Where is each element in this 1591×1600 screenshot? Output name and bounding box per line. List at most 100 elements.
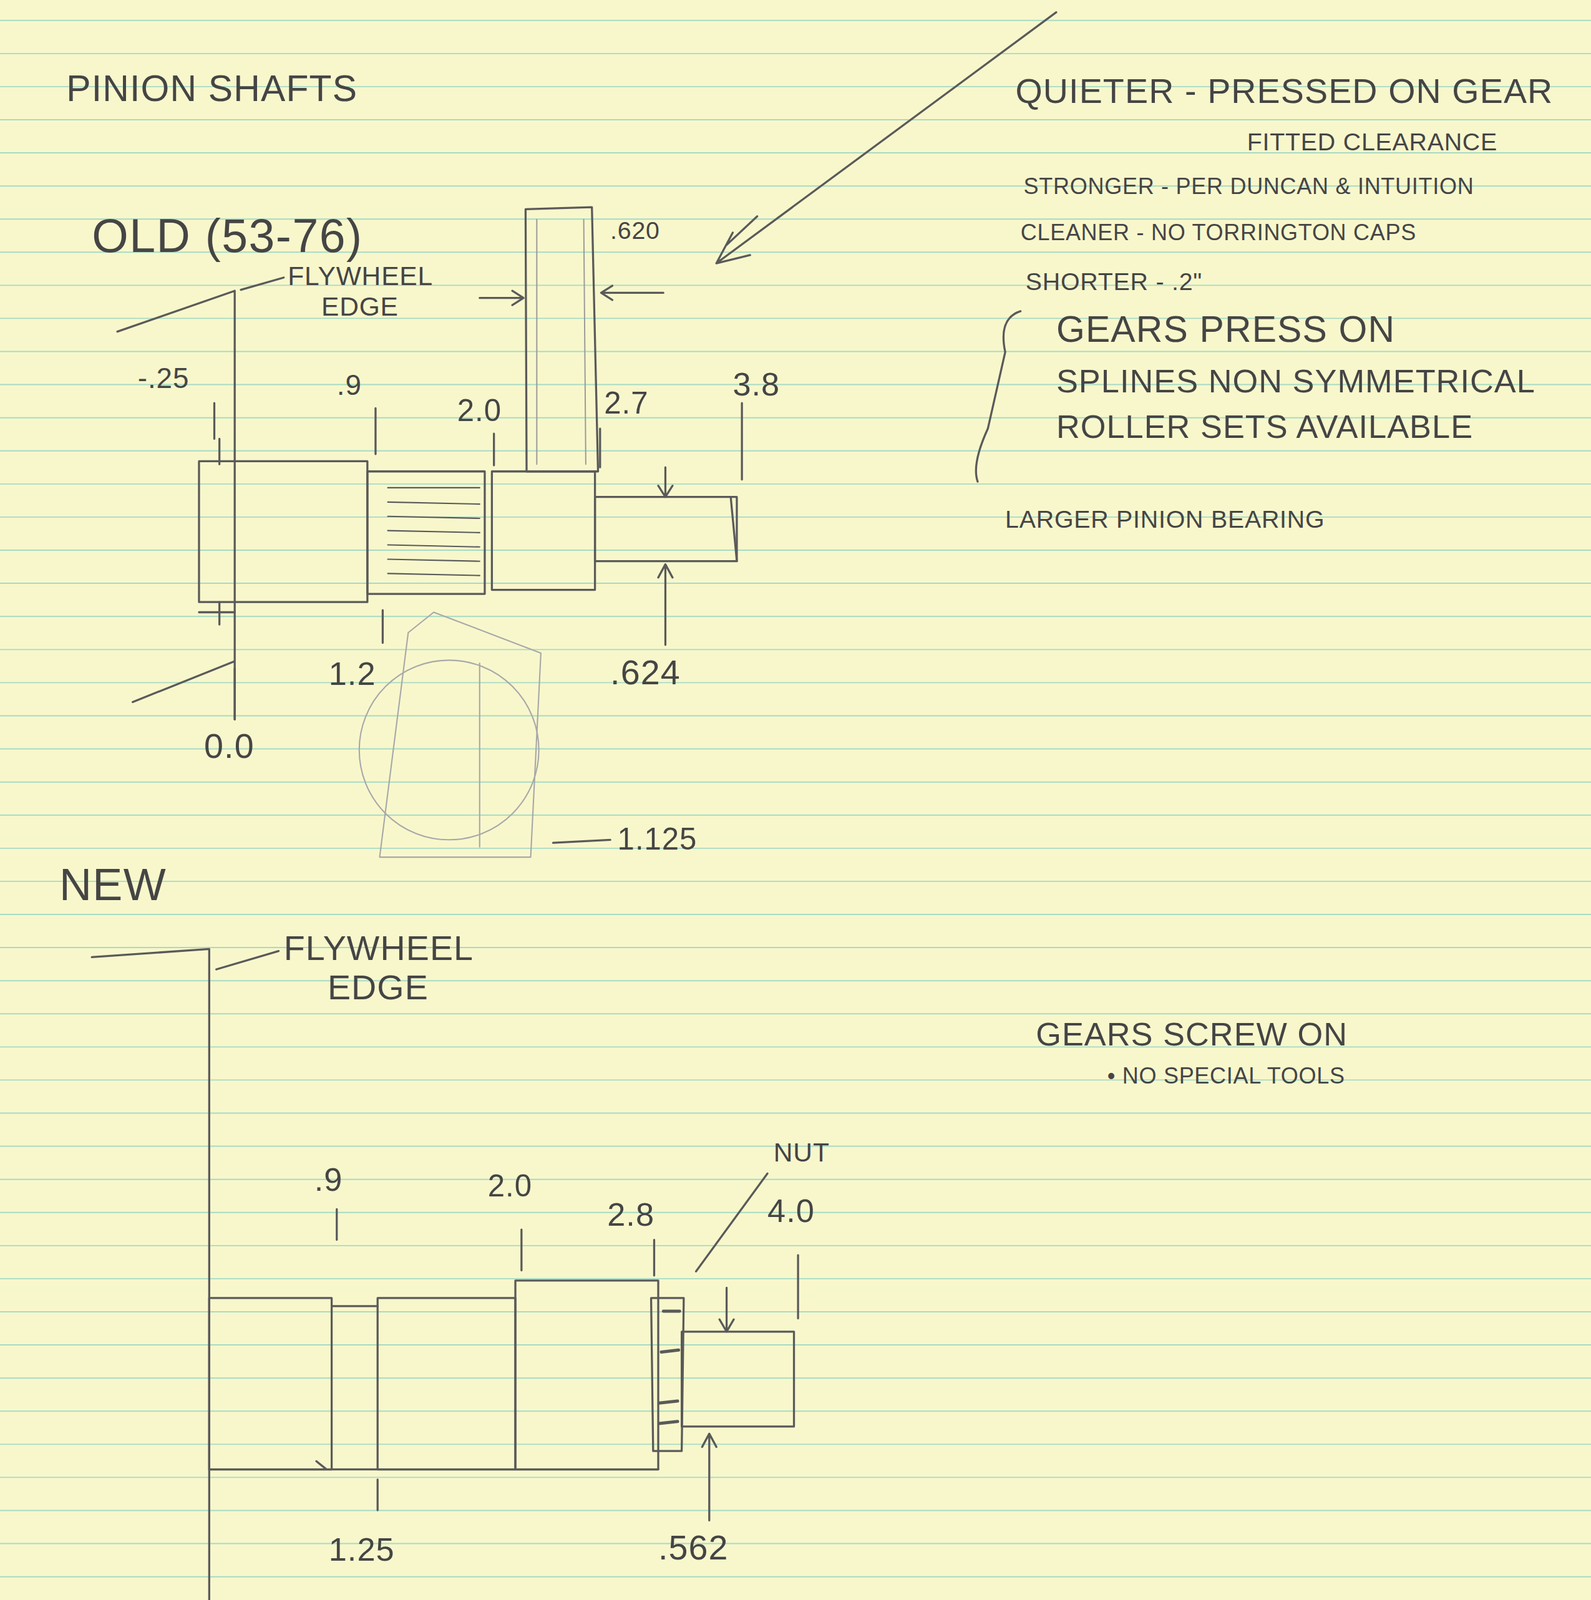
dimension-tick: [336, 1209, 798, 1511]
ruled-lines: [0, 615, 1591, 618]
ruled-lines: [0, 947, 1591, 949]
ruled-lines: [0, 1377, 1591, 1379]
ruled-lines: [0, 1443, 1591, 1446]
ruled-lines: [0, 19, 1591, 22]
note-text: ROLLER SETS AVAILABLE: [1056, 408, 1474, 446]
nut-threads: [659, 1311, 681, 1424]
dimension-value: 4.0: [767, 1192, 815, 1230]
ruled-lines: [0, 549, 1591, 551]
pencil-lines: [91, 12, 1057, 1600]
sheet-title: PINION SHAFTS: [66, 67, 358, 110]
ruled-lines: [0, 1013, 1591, 1015]
ruled-lines: [0, 1510, 1591, 1512]
ruled-lines: [0, 582, 1591, 584]
shaft-section: [515, 1280, 659, 1470]
gear-teeth: [536, 219, 586, 465]
note-text: OLD (53-76): [91, 209, 363, 263]
ghost-gear: [359, 612, 541, 858]
ruled-lines: [0, 715, 1591, 717]
note-text: SHORTER - .2": [1025, 267, 1203, 296]
ruled-lines: [0, 284, 1591, 286]
dimension-value: 1.2: [328, 655, 377, 693]
leader-line: [240, 277, 284, 291]
dimension-value: -.25: [137, 362, 190, 396]
dimension-value: 3.8: [732, 365, 780, 404]
dimension-arrow: [701, 1287, 734, 1521]
bracket: [975, 311, 1021, 482]
ghost-gear: [479, 663, 481, 847]
ruled-lines: [0, 1079, 1591, 1081]
note-text: FITTED CLEARANCE: [1247, 127, 1498, 156]
note-text: CLEANER - NO TORRINGTON CAPS: [1020, 219, 1417, 246]
ruled-lines: [0, 483, 1591, 485]
note-text: NEW: [59, 859, 167, 911]
ruled-lines: [0, 914, 1591, 916]
shaft-detail: [209, 1306, 659, 1470]
ruled-lines: [0, 1344, 1591, 1346]
note-text: FLYWHEEL EDGE: [283, 929, 473, 1009]
ruled-lines: [0, 1543, 1591, 1545]
pointer-line: [716, 12, 1057, 264]
shaft-section: [377, 1298, 516, 1470]
ruled-lines: [0, 1410, 1591, 1412]
ruled-lines: [0, 351, 1591, 353]
ruled-lines: [0, 880, 1591, 883]
shaft-detail: [199, 438, 235, 625]
leader-line: [696, 1173, 768, 1272]
shaft-end-detail: [730, 497, 737, 562]
dimension-value: .562: [658, 1528, 729, 1569]
ruled-lines: [0, 681, 1591, 684]
dimension-value: 2.0: [487, 1168, 533, 1204]
ruled-lines: [0, 814, 1591, 817]
note-text: • NO SPECIAL TOOLS: [1107, 1063, 1346, 1089]
ruled-lines: [0, 1245, 1591, 1247]
ruled-lines: [0, 450, 1591, 452]
spline-section: [367, 471, 485, 594]
ruled-lines: [0, 53, 1591, 55]
ruled-lines: [0, 20, 1591, 1578]
ruled-lines: [0, 648, 1591, 651]
dimension-tick: [214, 403, 742, 720]
ruled-lines: [0, 781, 1591, 784]
ruled-lines: [0, 1576, 1591, 1578]
ruled-lines: [0, 1046, 1591, 1048]
dimension-value: .9: [336, 369, 362, 403]
shaft-section: [209, 1298, 332, 1470]
note-text: GEARS PRESS ON: [1056, 308, 1396, 351]
ruled-lines: [0, 1476, 1591, 1479]
note-text: LARGER PINION BEARING: [1005, 505, 1325, 534]
dimension-value: 2.0: [457, 393, 502, 429]
note-text: SPLINES NON SYMMETRICAL: [1056, 362, 1536, 400]
note-text: QUIETER - PRESSED ON GEAR: [1015, 71, 1554, 112]
shaft-end: [681, 1332, 795, 1427]
dimension-value: 2.7: [603, 385, 649, 421]
dimension-value: 0.0: [204, 726, 255, 767]
flywheel-edge: [91, 948, 210, 1600]
shaft-section: [491, 471, 595, 591]
dimension-value: .620: [610, 216, 661, 245]
gear-outline: [525, 207, 598, 472]
dimension-arrow: [479, 285, 664, 306]
dimension-value: 1.25: [328, 1531, 395, 1569]
shaft-end: [595, 497, 737, 562]
ruled-lines: [0, 1179, 1591, 1181]
ruled-lines: [0, 1113, 1591, 1115]
note-text: NUT: [773, 1138, 830, 1169]
note-text: GEARS SCREW ON: [1035, 1015, 1348, 1054]
ruled-lines: [0, 847, 1591, 850]
ruled-lines: [0, 516, 1591, 518]
leader-line: [216, 951, 279, 970]
dimension-value: .624: [610, 653, 681, 694]
ghost-gear: [359, 660, 540, 840]
dimension-value: 1.125: [617, 821, 698, 857]
dimension-value: 2.8: [607, 1196, 655, 1234]
flywheel-edge: [117, 290, 235, 720]
shaft-section: [199, 461, 368, 603]
ruled-lines: [0, 119, 1591, 121]
ghost-gear: [379, 612, 541, 858]
dimension-value: .9: [314, 1161, 344, 1199]
ruled-lines: [0, 1311, 1591, 1313]
note-text: STRONGER - PER DUNCAN & INTUITION: [1023, 173, 1475, 200]
spline-lines: [388, 487, 480, 576]
ruled-lines: [0, 1278, 1591, 1280]
